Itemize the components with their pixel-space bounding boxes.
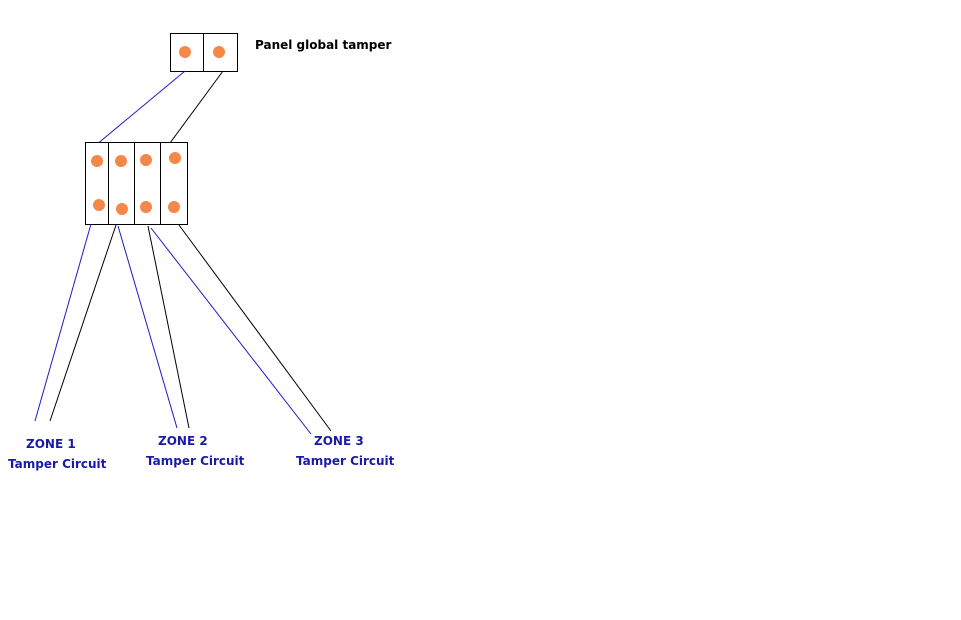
terminal-dot-icon [115,155,127,167]
zone-1-name: ZONE 1 [26,437,76,451]
terminal-dot-icon [91,155,103,167]
terminal-dot-icon [179,46,191,58]
wire-zone-1-blue [34,223,92,422]
wire-zone-1-black [49,224,117,422]
zone-3-name: ZONE 3 [314,434,364,448]
terminal-dot-icon [168,201,180,213]
zone-1-circuit: Tamper Circuit [8,457,107,471]
wire-zone-2-black [147,225,190,429]
terminal-dot-icon [169,152,181,164]
wire-zone-3-blue [150,227,312,435]
terminal-dot-icon [213,46,225,58]
terminal-dot-icon [140,201,152,213]
zone-2-circuit: Tamper Circuit [146,454,245,468]
zone-terminal-block [85,142,188,225]
global-tamper-block [170,33,238,72]
terminal-dot-icon [140,154,152,166]
terminal-dot-icon [116,203,128,215]
global-tamper-label: Panel global tamper [255,38,392,52]
terminal-dot-icon [93,199,105,211]
zone-2-name: ZONE 2 [158,434,208,448]
wire-zone-3-black [178,224,332,432]
zone-3-circuit: Tamper Circuit [296,454,395,468]
wire-zone-2-blue [117,225,178,429]
wire-global-to-block-black [169,70,224,144]
wire-global-to-block-blue [95,70,186,146]
